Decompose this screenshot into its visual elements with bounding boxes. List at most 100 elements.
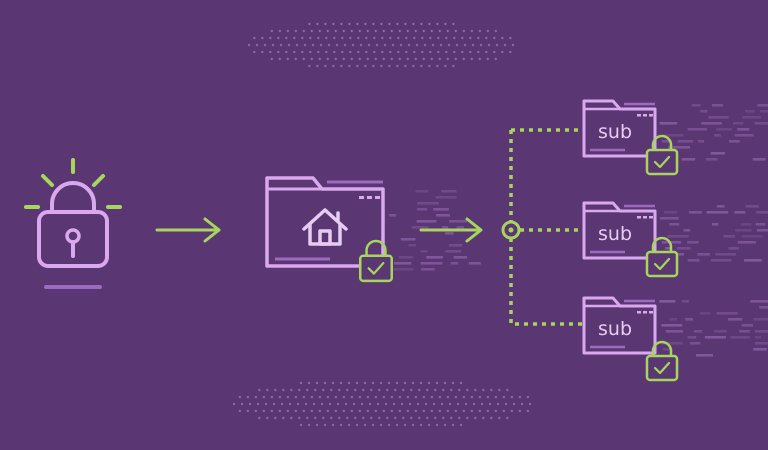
decor-dot [432, 402, 436, 406]
decor-dot [253, 36, 256, 40]
decor-dot [379, 381, 383, 385]
glow-rays [24, 158, 122, 209]
decor-dash [421, 268, 435, 271]
decor-dot [400, 402, 404, 406]
decor-dot [261, 50, 264, 54]
decor-dot [328, 402, 332, 406]
decor-dot [262, 409, 266, 413]
decor-dash [696, 354, 713, 357]
main-padlock-icon [24, 158, 122, 289]
decor-dash [734, 211, 746, 214]
decor-dash [704, 336, 726, 339]
decor-dot [506, 416, 509, 420]
decor-dot [474, 388, 477, 392]
decor-dot [453, 36, 456, 40]
decor-dot [493, 50, 496, 54]
decor-dash [433, 208, 449, 211]
decor-dot [414, 57, 417, 61]
decor-dot [454, 57, 457, 61]
decor-dot [428, 22, 431, 26]
decor-dot [266, 416, 269, 420]
decor-dot [333, 36, 336, 40]
decor-dash [742, 116, 761, 119]
decor-dot [302, 395, 306, 399]
decor-dot [246, 395, 250, 399]
decor-dot [445, 50, 448, 54]
decor-dot [490, 416, 493, 420]
decor-dot [374, 409, 378, 413]
decor-dot [336, 402, 340, 406]
decor-dash [669, 223, 680, 226]
decor-dot [258, 416, 261, 420]
decor-dash [441, 190, 457, 193]
decor-dot [438, 409, 442, 413]
decor-dot [314, 388, 317, 392]
padlock-body [37, 210, 109, 268]
decor-dot [444, 64, 447, 68]
decor-dot [364, 22, 367, 26]
decor-dash [757, 104, 768, 107]
decor-dot [436, 22, 439, 26]
decor-dash [710, 152, 726, 155]
decor-dot [299, 423, 303, 427]
decor-dash [689, 342, 701, 345]
decor-dot [394, 388, 397, 392]
decor-dot [326, 409, 330, 413]
decor-dot [317, 50, 320, 54]
decor-dot [366, 395, 370, 399]
decor-dash [453, 256, 467, 259]
subfolder-window-dot [637, 114, 641, 117]
decor-dot [511, 43, 515, 47]
decor-dot [438, 29, 441, 33]
decor-dot [370, 416, 373, 420]
decor-dot [410, 416, 413, 420]
decor-dot [490, 388, 493, 392]
decor-dash [745, 110, 755, 113]
decor-dot [466, 388, 469, 392]
decor-dot [444, 22, 447, 26]
decor-dot [428, 64, 431, 68]
decor-dot [326, 29, 329, 33]
decor-dash [723, 235, 735, 238]
decor-dot [458, 388, 461, 392]
decor-dot [238, 409, 242, 413]
decor-dot [282, 388, 285, 392]
decor-dot [271, 43, 275, 47]
decor-dot [429, 36, 432, 40]
decor-dot [380, 22, 383, 26]
decor-dot [246, 409, 250, 413]
decor-dot [371, 423, 375, 427]
decor-dot [442, 388, 445, 392]
decor-dot [502, 395, 506, 399]
decor-dot [323, 423, 327, 427]
decor-dot [412, 22, 415, 26]
decor-dash [745, 205, 759, 208]
decor-dash [664, 211, 678, 214]
decor-dot [450, 388, 453, 392]
decor-dot [470, 395, 474, 399]
decor-dot [464, 402, 468, 406]
decor-dash [468, 262, 481, 265]
decor-dot [325, 36, 328, 40]
decor-dot [422, 395, 426, 399]
decor-dot [461, 50, 464, 54]
decor-dot [351, 43, 355, 47]
decor-dot [286, 29, 289, 33]
decor-dot [382, 409, 386, 413]
decor-dot [346, 388, 349, 392]
glow-ray [41, 174, 54, 187]
decor-dot [381, 36, 384, 40]
decor-dot [451, 423, 455, 427]
decor-dot [376, 402, 380, 406]
decor-dot [294, 409, 298, 413]
decor-dot [375, 43, 379, 47]
decor-dash [700, 110, 708, 113]
decor-dot [356, 64, 359, 68]
decor-dot [333, 50, 336, 54]
decor-dot [494, 29, 497, 33]
decor-dot [350, 57, 353, 61]
decor-dot [461, 36, 464, 40]
subfolder-window-dot [649, 216, 653, 219]
decor-dot [254, 395, 258, 399]
decor-dot [498, 416, 501, 420]
